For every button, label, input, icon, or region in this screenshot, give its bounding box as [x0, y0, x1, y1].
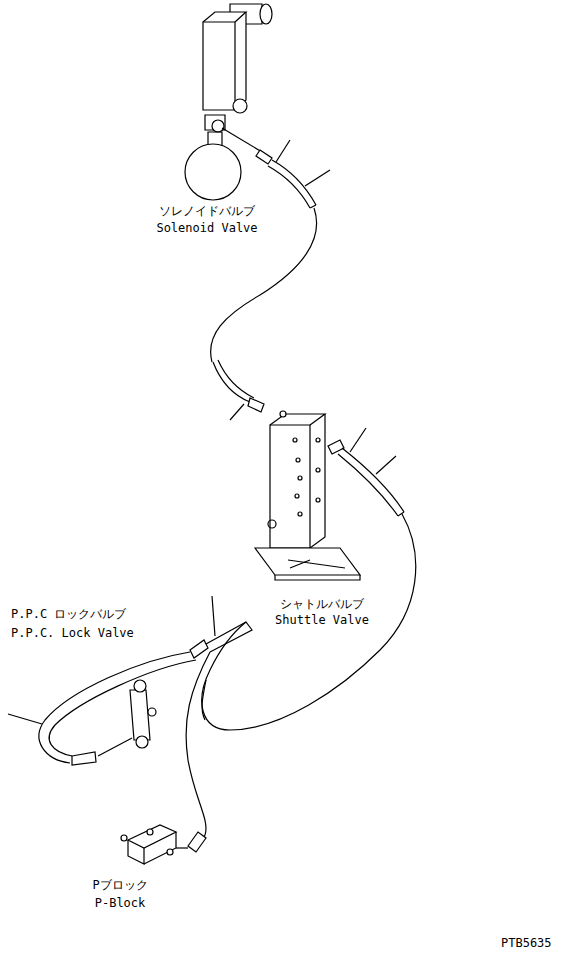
part-name: Solenoid Valve	[155, 221, 258, 235]
ppc-lock-valve	[8, 596, 252, 765]
hose	[186, 652, 210, 852]
port-holes	[293, 438, 320, 516]
shuttle-valve	[255, 411, 360, 580]
hose	[211, 140, 330, 420]
part-name-ja: ソレノイドバルブ	[158, 204, 256, 218]
part-name-ja: シャトルバルブ	[279, 597, 365, 611]
part-name: P-Block	[94, 896, 147, 910]
part-name: Shuttle Valve	[274, 613, 370, 627]
part-name-ja: P.P.C ロックバルブ	[10, 607, 127, 621]
part-name-ja: Pブロック	[91, 878, 148, 892]
drawing-number: PTB5635	[500, 936, 553, 950]
solenoid-valve	[185, 4, 272, 200]
part-name: P.P.C. Lock Valve	[10, 626, 135, 640]
p-block	[121, 825, 188, 864]
hose	[202, 428, 416, 730]
